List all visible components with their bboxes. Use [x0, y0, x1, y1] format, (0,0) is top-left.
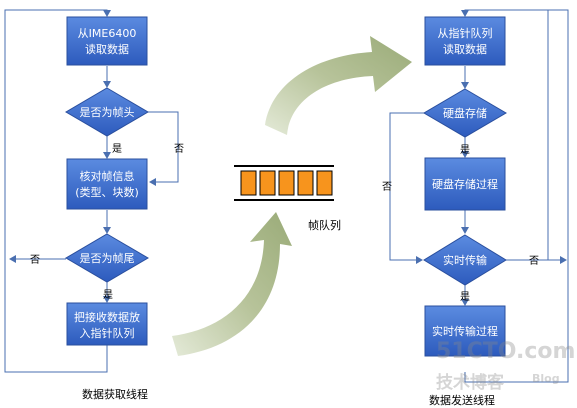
diamond-disk-text: 硬盘存储 — [443, 106, 487, 120]
label-yes-disk: 是 — [460, 144, 470, 156]
box-read-text-2: 读取数据 — [85, 42, 129, 56]
box-enqueue-text-2: 入指针队列 — [80, 326, 135, 340]
box-check-text-2: (类型、块数) — [75, 185, 139, 199]
box-read-queue — [424, 16, 506, 66]
queue-cell — [278, 170, 295, 196]
box-check-text-1: 核对帧信息 — [80, 169, 135, 183]
transfer-arrow-right — [265, 36, 412, 135]
caption-acquire-thread: 数据获取线程 — [82, 387, 148, 401]
box-rt-process — [424, 305, 506, 357]
box-enqueue-text-1: 把接收数据放 — [74, 310, 140, 324]
caption-send-thread: 数据发送线程 — [429, 393, 495, 407]
box-check-frame-info — [66, 158, 148, 210]
diamond-header-text: 是否为帧头 — [80, 105, 135, 119]
diamond-is-header — [65, 87, 149, 137]
label-yes-tail: 是 — [103, 289, 113, 301]
label-no-disk: 否 — [382, 181, 392, 193]
watermark-line3: Blog — [532, 372, 560, 385]
diamond-realtime — [423, 234, 507, 286]
queue-cell — [259, 170, 276, 196]
label-no-rt: 否 — [529, 255, 539, 267]
diamond-is-tail — [65, 233, 149, 283]
label-no-tail: 否 — [30, 254, 40, 266]
watermark: 51CTO.com 技术博客 Blog — [436, 339, 575, 393]
box-rt-text: 实时传输过程 — [432, 324, 498, 338]
diamond-disk-storage — [423, 88, 507, 138]
queue-cell — [316, 170, 333, 196]
queue-label: 帧队列 — [308, 218, 341, 232]
label-yes-rt: 是 — [460, 291, 470, 303]
box-enqueue — [66, 302, 148, 346]
label-no-header: 否 — [174, 143, 184, 155]
queue-cell — [297, 170, 314, 196]
diamond-tail-text: 是否为帧尾 — [80, 251, 135, 265]
box-disk-process — [424, 157, 506, 211]
box-read-text-1: 从IME6400 — [78, 27, 137, 40]
left-flowchart: 从IME6400 读取数据 是否为帧头 是 否 核对帧信息 (类型、块数) 是否… — [4, 9, 184, 401]
label-yes-header: 是 — [112, 143, 122, 155]
watermark-line1: 51CTO.com — [436, 339, 575, 364]
transfer-arrow-left — [172, 212, 292, 356]
watermark-line2: 技术博客 — [436, 372, 505, 393]
box-read-queue-text-2: 读取数据 — [443, 42, 487, 56]
right-flowchart: 从指针队列 读取数据 硬盘存储 是 否 硬盘存储过程 实时传输 否 是 实时传输… — [382, 9, 569, 407]
box-read-queue-text-1: 从指针队列 — [438, 26, 493, 40]
frame-queue — [234, 165, 334, 201]
diamond-rt-text: 实时传输 — [443, 253, 487, 267]
box-read-ime6400 — [66, 16, 148, 66]
queue-cell — [240, 170, 257, 196]
box-disk-text: 硬盘存储过程 — [432, 177, 498, 191]
